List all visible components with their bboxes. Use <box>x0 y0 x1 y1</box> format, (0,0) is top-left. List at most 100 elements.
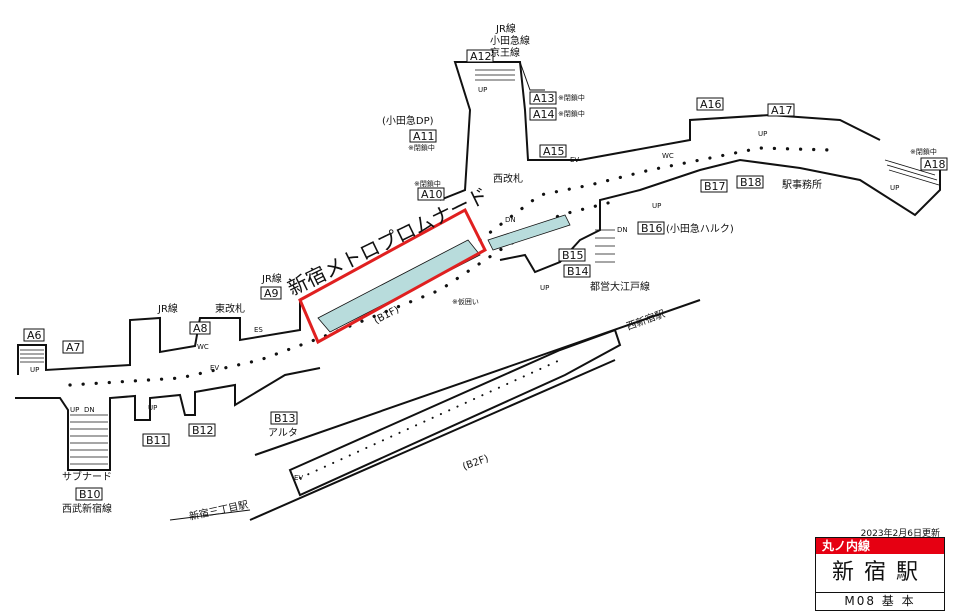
label-closed-a13: ※閉鎖中 <box>558 93 585 102</box>
stair-a12 <box>475 69 515 81</box>
svg-text:A10: A10 <box>421 188 443 201</box>
label-odakyu-dp: (小田急DP) <box>382 114 434 127</box>
svg-text:A16: A16 <box>700 98 722 111</box>
label-up-b17: UP <box>652 202 661 210</box>
label-up-a18: UP <box>890 184 899 192</box>
exit-a14: A14 <box>529 107 557 121</box>
exit-a18: A18 <box>920 157 948 171</box>
svg-text:B12: B12 <box>192 424 214 437</box>
station-code: M08 基 本 <box>844 594 916 608</box>
label-west-gate: 西改札 <box>493 172 523 185</box>
svg-text:A12: A12 <box>470 50 492 63</box>
svg-text:B15: B15 <box>562 249 584 262</box>
label-alta: アルタ <box>268 427 298 439</box>
exit-a8: A8 <box>189 321 211 335</box>
exit-b18: B18 <box>736 175 764 189</box>
label-jr-a9: JR線 <box>261 272 282 285</box>
svg-text:A14: A14 <box>533 108 555 121</box>
label-up-a12: UP <box>478 86 487 94</box>
label-shinjuku-3chome: 新宿三丁目駅 <box>188 498 249 523</box>
updated-date: 2023年2月6日更新 <box>860 529 940 539</box>
label-keio: 京王線 <box>490 46 520 59</box>
svg-text:B14: B14 <box>567 265 589 278</box>
b1-wall-top <box>17 300 301 375</box>
exit-b17: B17 <box>700 179 728 193</box>
label-b2f: (B2F) <box>461 453 490 473</box>
svg-text:A11: A11 <box>413 130 435 143</box>
label-dn-west: DN <box>505 216 516 224</box>
svg-text:A18: A18 <box>924 158 946 171</box>
svg-text:B16: B16 <box>641 222 663 235</box>
svg-text:B11: B11 <box>146 434 168 447</box>
station-info-box: 丸ノ内線 新宿駅 M08 基 本 <box>815 537 945 611</box>
label-nishi-shinjuku: 西新宿駅 <box>625 307 667 333</box>
exit-a10: A10 <box>417 187 445 201</box>
b2-track-top <box>254 299 701 456</box>
exit-a11: A11 <box>409 129 437 143</box>
exit-b10: B10 <box>75 487 103 501</box>
b2-track-end-west <box>169 509 251 521</box>
label-up-b10: UP <box>70 406 79 414</box>
stair-b16 <box>595 229 615 263</box>
label-up-a17: UP <box>758 130 767 138</box>
label-ev-b2: EV <box>294 474 303 482</box>
exit-b15: B15 <box>558 248 586 262</box>
label-east-gate: 東改札 <box>215 302 245 315</box>
exit-b16: B16 <box>637 221 665 235</box>
svg-text:A7: A7 <box>66 341 81 354</box>
svg-text:A13: A13 <box>533 92 555 105</box>
label-up-b14: UP <box>540 284 549 292</box>
label-dn-b16: DN <box>617 226 628 234</box>
svg-text:A17: A17 <box>771 104 793 117</box>
label-wc-west: WC <box>197 343 209 351</box>
stair-a18 <box>884 159 940 186</box>
exit-a16: A16 <box>696 97 724 111</box>
exit-b13: B13 <box>270 411 298 425</box>
exit-b11: B11 <box>142 433 170 447</box>
b2-platform-outline <box>288 328 622 497</box>
label-closed-a14: ※閉鎖中 <box>558 109 585 118</box>
label-toei-oedo: 都営大江戸線 <box>590 280 650 293</box>
temp-enclosure-area <box>317 239 481 333</box>
b1-wall-bottom <box>15 367 321 471</box>
exit-a15: A15 <box>539 144 567 158</box>
station-name: 新宿駅 <box>816 554 944 593</box>
label-ev-east: EV <box>210 364 219 372</box>
exit-a13: A13 <box>529 91 557 105</box>
exit-a6: A6 <box>23 328 45 342</box>
svg-text:A8: A8 <box>193 322 208 335</box>
exit-b12: B12 <box>188 423 216 437</box>
label-seibu: 西武新宿線 <box>62 502 112 515</box>
label-dn-b10: DN <box>84 406 95 414</box>
label-wc-north: WC <box>662 152 674 160</box>
label-closed-a11: ※閉鎖中 <box>408 143 435 152</box>
svg-text:B10: B10 <box>79 488 101 501</box>
label-ev-a15: EV <box>570 156 579 164</box>
label-up-a6: UP <box>30 366 39 374</box>
svg-text:A9: A9 <box>264 287 279 300</box>
exit-a7: A7 <box>62 340 84 354</box>
exit-a9: A9 <box>260 286 282 300</box>
b2-track-bottom <box>249 359 616 521</box>
route-dots-b2 <box>299 359 561 479</box>
svg-text:B17: B17 <box>704 180 726 193</box>
line-name: 丸ノ内線 <box>816 538 944 554</box>
label-station-office: 駅事務所 <box>782 178 822 191</box>
label-es-east: ES <box>254 326 263 334</box>
label-up-b2: UP <box>340 0 349 2</box>
temp-enclosure-area-east <box>487 214 571 251</box>
exit-a12: A12 <box>466 49 494 63</box>
stair-a6 <box>20 349 44 363</box>
svg-text:B13: B13 <box>274 412 296 425</box>
label-jr: JR線 <box>495 22 516 35</box>
label-closed-a10: ※閉鎖中 <box>414 179 441 188</box>
label-subnade: サブナード <box>62 470 112 483</box>
label-closed-a18: ※閉鎖中 <box>910 147 937 156</box>
label-odakyu: 小田急線 <box>490 34 530 47</box>
label-jr-a8: JR線 <box>157 302 178 315</box>
exit-a17: A17 <box>767 103 795 117</box>
label-up-b11: UP <box>148 404 157 412</box>
svg-text:A15: A15 <box>543 145 565 158</box>
exit-b14: B14 <box>563 264 591 278</box>
